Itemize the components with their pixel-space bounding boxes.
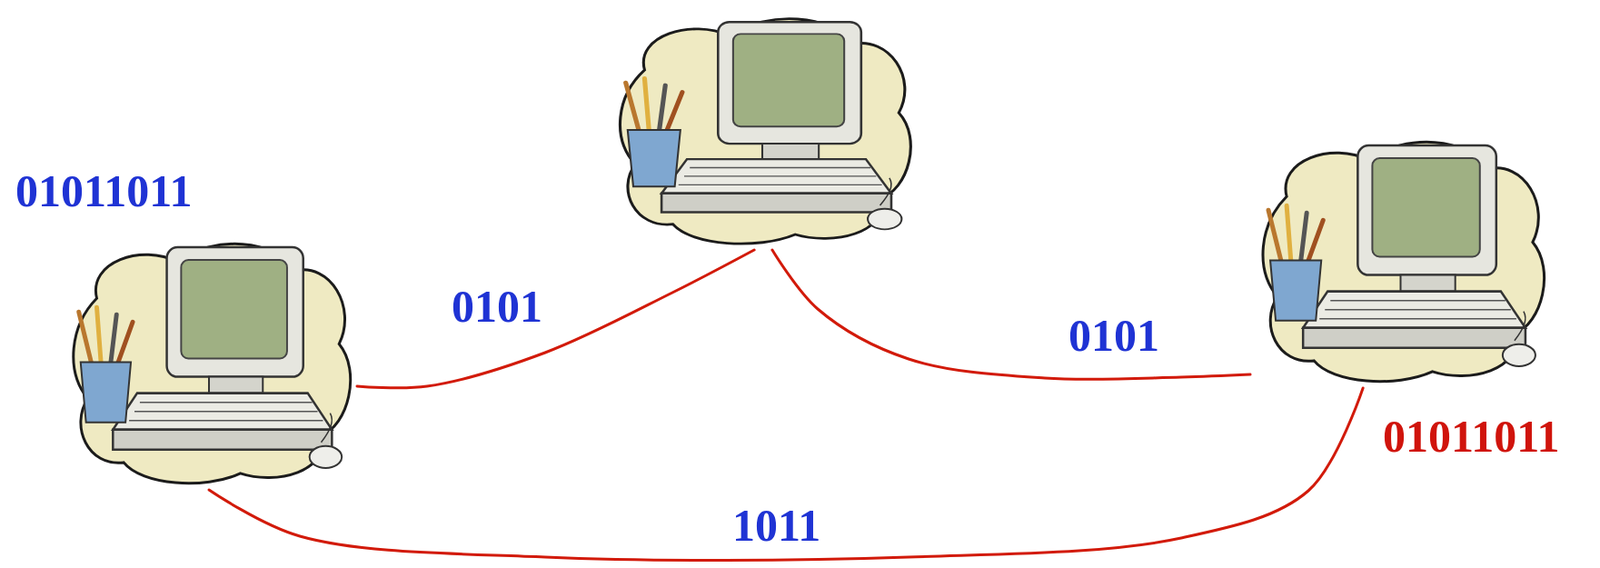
mouse (1502, 344, 1536, 367)
computer-icon (1250, 132, 1551, 388)
cloud-blob (1262, 141, 1545, 381)
bit-string: 01011011 (1382, 413, 1560, 459)
monitor-case (167, 247, 304, 378)
monitor-case (717, 21, 862, 144)
monitor-case (1357, 145, 1496, 276)
key-row (1330, 299, 1506, 302)
edge-label: 0101 (1065, 312, 1163, 358)
monitor-stand (208, 377, 263, 394)
mouse (309, 446, 343, 468)
pencil (1306, 219, 1323, 265)
keyboard-top (1302, 291, 1526, 328)
network-cable (208, 387, 1363, 561)
computer-node: 01011011 (60, 234, 358, 490)
pencil (644, 78, 649, 134)
mouse-cord (1514, 311, 1526, 341)
keyboard-top (661, 159, 892, 194)
key-row (139, 401, 313, 404)
pencil (97, 307, 102, 367)
bit-string: 01011011 (15, 168, 192, 214)
pencil (1300, 212, 1307, 265)
key-row (129, 419, 323, 422)
pencil (1268, 209, 1282, 265)
network-cable (357, 249, 755, 388)
cloud-blob (620, 19, 912, 244)
pencil (79, 311, 93, 367)
pencil (658, 85, 666, 135)
edge-label: 0101 (448, 283, 546, 329)
mouse-cord (880, 178, 892, 206)
mouse-cord (320, 413, 332, 443)
key-row (689, 167, 871, 169)
pencil (665, 92, 683, 135)
keyboard-front (1302, 327, 1526, 348)
key-row (1324, 308, 1511, 311)
monitor-screen (1371, 158, 1480, 257)
computer-icon (606, 9, 918, 250)
keyboard-top (112, 393, 332, 430)
computer-icon (60, 234, 358, 490)
mouse (867, 208, 902, 230)
pencil (116, 321, 133, 367)
keyboard-front (661, 193, 892, 213)
edge-label: 1011 (729, 502, 824, 548)
monitor-stand (1401, 275, 1456, 292)
pencil-cup (627, 129, 681, 187)
computer-node: 01011011 (1250, 132, 1551, 388)
monitor-screen (733, 33, 845, 127)
pencil (1286, 205, 1292, 265)
key-row (1319, 318, 1517, 320)
computer-node (606, 9, 918, 250)
key-row (134, 410, 319, 413)
pencil-cup (1270, 260, 1322, 321)
key-row (678, 184, 883, 186)
pencil (626, 82, 641, 135)
monitor-screen (180, 259, 288, 358)
cloud-blob (73, 243, 351, 483)
key-row (684, 175, 876, 177)
pencil (109, 314, 117, 367)
monitor-stand (762, 143, 819, 160)
pencil-cup (80, 362, 131, 423)
network-cable (772, 249, 1251, 379)
keyboard-front (112, 429, 332, 450)
